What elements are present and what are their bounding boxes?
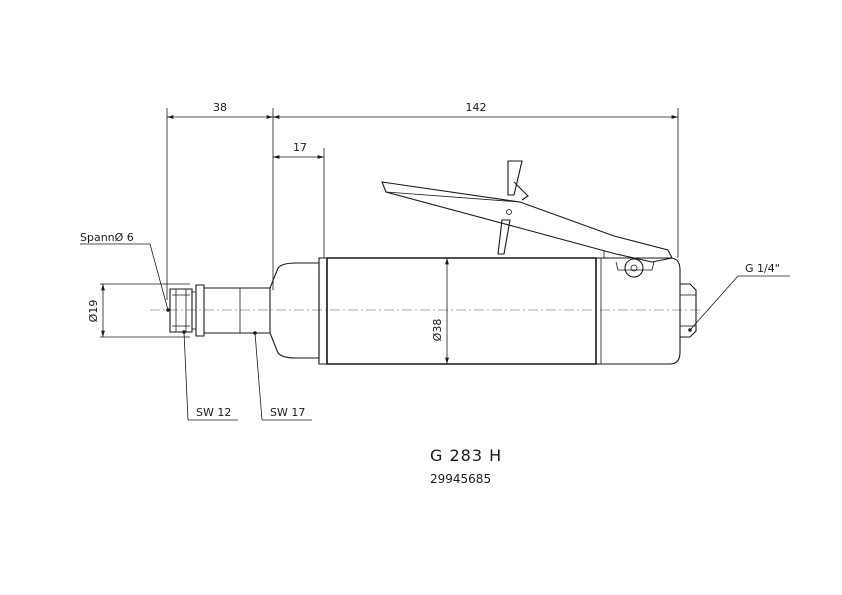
callout-thread: G 1/4" [688,262,790,332]
throttle-lever [381,160,673,278]
collet-label: SpannØ 6 [80,231,134,244]
dim-142-label: 142 [466,101,487,114]
model-title: G 283 H [430,446,502,465]
dim-38-label: 38 [213,101,227,114]
callout-sw12: SW 12 [182,330,238,421]
dimension-dia-38: Ø38 [431,258,449,364]
dimension-142: 142 [273,101,678,119]
dia-38-label: Ø38 [431,319,444,342]
sw12-label: SW 12 [196,406,231,419]
dimension-dia-19: Ø19 [87,284,105,337]
dimension-17: 17 [273,141,324,159]
callout-sw17: SW 17 [253,331,312,421]
callout-collet: SpannØ 6 [80,231,170,312]
extension-lines [100,108,679,338]
dia-19-label: Ø19 [87,300,100,323]
part-number: 29945685 [430,472,491,486]
thread-label: G 1/4" [745,262,780,275]
grinder-body [169,257,697,365]
sw17-label: SW 17 [270,406,305,419]
dim-17-label: 17 [293,141,307,154]
dimension-38: 38 [167,101,273,119]
